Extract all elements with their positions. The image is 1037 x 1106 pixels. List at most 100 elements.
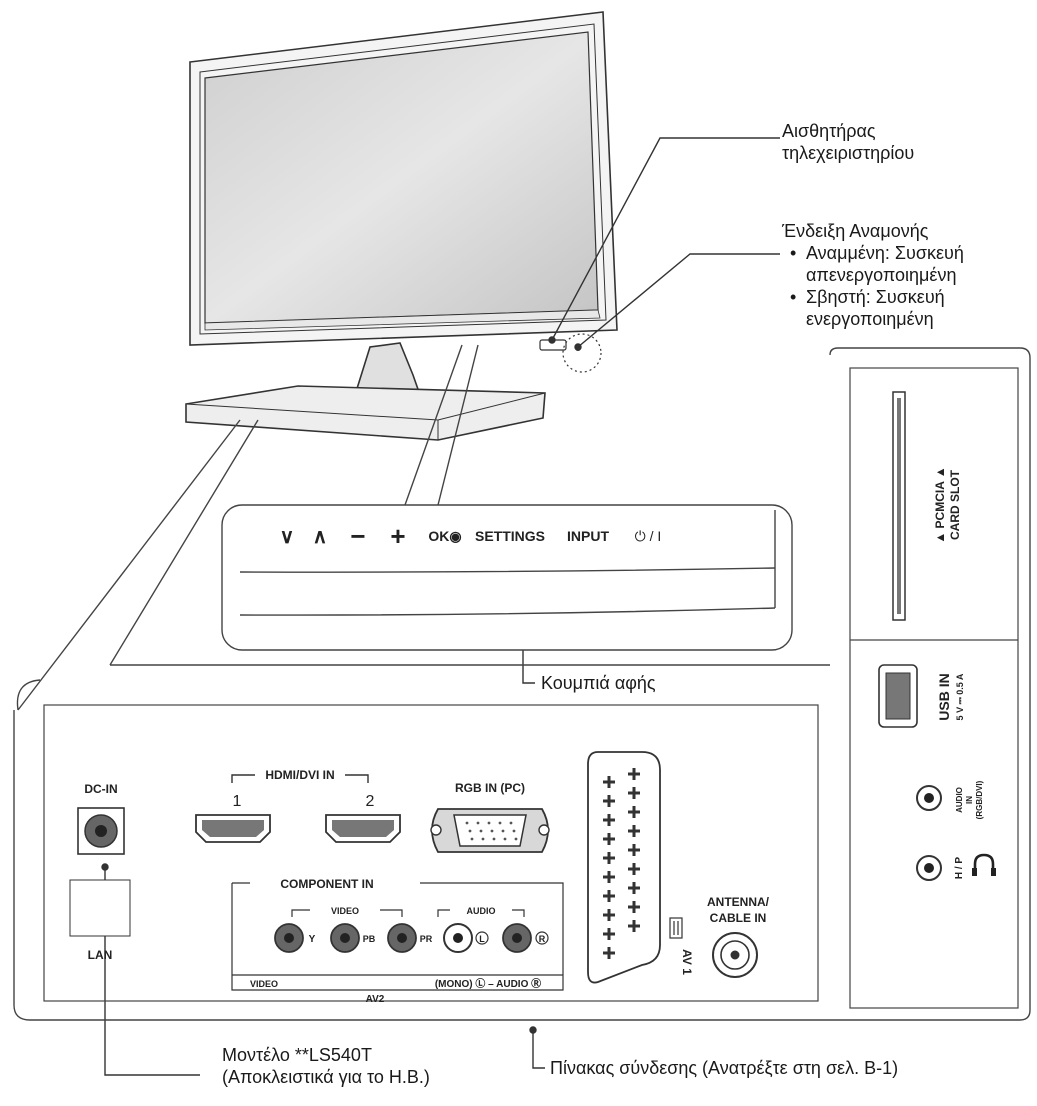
- dc-in-port: [77, 807, 125, 855]
- component-av2-box: [231, 882, 564, 991]
- touch-btn-down: ∨: [280, 526, 295, 548]
- bottom-mono-audio-label: (MONO) Ⓛ – AUDIO Ⓡ: [435, 977, 541, 990]
- headphone-icon: [972, 853, 996, 876]
- touch-btn-plus: +: [390, 521, 405, 551]
- scart-pin: [628, 787, 640, 799]
- jack-letter-circles: [475, 931, 549, 945]
- scart-pin: [628, 901, 640, 913]
- leader-lines: [101, 137, 780, 1076]
- scart-pin: [628, 920, 640, 932]
- jack-pb-label: PB: [363, 934, 376, 944]
- hdmi-port-1: [195, 814, 271, 843]
- hdmi-1-label: 1: [233, 793, 242, 810]
- scart-pin: [628, 844, 640, 856]
- rca-jack-audio-r: [502, 923, 532, 953]
- jack-r-label: R: [539, 934, 546, 944]
- touch-btn-ok: OK◉: [428, 528, 461, 544]
- touch-btn-input: INPUT: [567, 528, 609, 544]
- scart-pin: [603, 852, 615, 864]
- headphone-label: H / P: [954, 857, 965, 880]
- dc-in-label: DC-IN: [84, 782, 117, 796]
- bottom-video-label: VIDEO: [250, 979, 278, 989]
- standby-title: Ένδειξη Αναμονής: [782, 221, 929, 241]
- scart-pins: [603, 768, 640, 959]
- model-note-line-2: (Αποκλειστικά για το Η.Β.): [222, 1067, 430, 1087]
- standby-callout: Ένδειξη Αναμονής Αναμμένη: Συσκευή απενε…: [782, 220, 964, 330]
- side-panel-box: [849, 367, 1019, 1009]
- panel-text: ∨ ∧ − + OK◉ SETTINGS INPUT ⏻ / I DC-IN L…: [84, 466, 984, 1005]
- remote-sensor-callout: Αισθητήρας τηλεχειριστηρίου: [782, 120, 914, 164]
- scart-pin: [603, 928, 615, 940]
- headphone-jack: [916, 855, 942, 881]
- rca-jack-y: [274, 923, 304, 953]
- antenna-label-1: ANTENNA/: [707, 895, 770, 909]
- rgb-vga-port: [430, 808, 550, 853]
- buttons-panel-frame: [221, 504, 793, 651]
- usb-rating-label: 5 V ⎓ 0.5 A: [955, 673, 965, 720]
- audio-in-jack: [916, 785, 942, 811]
- av1-symbol: [669, 917, 683, 939]
- remote-sensor-line-1: Αισθητήρας: [782, 121, 876, 141]
- scart-pin: [628, 863, 640, 875]
- scart-av1-port: [587, 751, 661, 984]
- scart-pin: [603, 871, 615, 883]
- scart-pin: [628, 768, 640, 780]
- remote-sensor-line-2: τηλεχειριστηρίου: [782, 143, 915, 163]
- scart-pin: [628, 882, 640, 894]
- rca-jack-pr: [387, 923, 417, 953]
- tv-screen: [204, 31, 599, 324]
- hdmi-2-label: 2: [366, 793, 375, 810]
- usb-port: [878, 664, 918, 728]
- standby-on-line-2: απενεργοποιημένη: [806, 265, 957, 285]
- scart-pin: [628, 825, 640, 837]
- hdmi-group-label: HDMI/DVI IN: [265, 768, 334, 782]
- antenna-port: [712, 932, 758, 978]
- rca-jack-audio-l: [443, 923, 473, 953]
- scart-pin: [603, 795, 615, 807]
- jack-l-label: L: [479, 934, 485, 944]
- tv-stand-base: [185, 385, 546, 441]
- buttons-callout: [221, 344, 793, 651]
- rear-panel-frame: [13, 347, 1031, 1021]
- audio-in-label-1: AUDIO: [955, 787, 964, 813]
- touch-btn-settings: SETTINGS: [475, 528, 545, 544]
- lan-label: LAN: [88, 948, 113, 962]
- component-in-label: COMPONENT IN: [280, 877, 373, 891]
- model-note-callout: Μοντέλο **LS540T (Αποκλειστικά για το Η.…: [222, 1044, 430, 1088]
- scart-pin: [603, 833, 615, 845]
- scart-pin: [603, 776, 615, 788]
- led-highlight-ring: [562, 333, 602, 373]
- jack-y-label: Y: [309, 934, 316, 945]
- touch-btn-power: ⏻ / I: [635, 528, 662, 544]
- scart-pin: [603, 890, 615, 902]
- touch-btn-up: ∧: [313, 526, 328, 548]
- audio-group-label: AUDIO: [467, 906, 496, 916]
- audio-in-label-3: (RGB/DVI): [975, 780, 984, 819]
- tv-front: [185, 11, 618, 441]
- connection-callout: [13, 347, 1031, 1021]
- standby-on-line-1: Αναμμένη: Συσκευή: [782, 242, 964, 264]
- touch-buttons-callout: Κουμπιά αφής: [541, 673, 656, 693]
- av1-label: AV 1: [680, 949, 694, 975]
- scart-pin: [603, 909, 615, 921]
- touch-btn-minus: −: [350, 521, 365, 551]
- pcmcia-label-1: ▲ PCMCIA ▲: [933, 466, 947, 543]
- video-group-label: VIDEO: [331, 906, 359, 916]
- hdmi-port-2: [325, 814, 401, 843]
- rca-jack-pb: [330, 923, 360, 953]
- standby-off-line-2: ενεργοποιημένη: [806, 309, 934, 329]
- standby-off-line-1: Σβηστή: Συσκευή: [782, 286, 964, 308]
- rear-panel-box: [43, 704, 819, 1002]
- hdmi-bracket: [231, 774, 369, 783]
- audio-in-label-2: IN: [965, 796, 974, 804]
- jack-pr-label: PR: [420, 934, 433, 944]
- lan-port: [69, 879, 131, 937]
- scart-pin: [603, 814, 615, 826]
- rgb-in-label: RGB IN (PC): [455, 781, 525, 795]
- pcmcia-label-2: CARD SLOT: [948, 469, 962, 540]
- usb-in-label: USB IN: [936, 673, 952, 720]
- bottom-av2-label: AV2: [366, 994, 385, 1005]
- antenna-label-2: CABLE IN: [710, 911, 767, 925]
